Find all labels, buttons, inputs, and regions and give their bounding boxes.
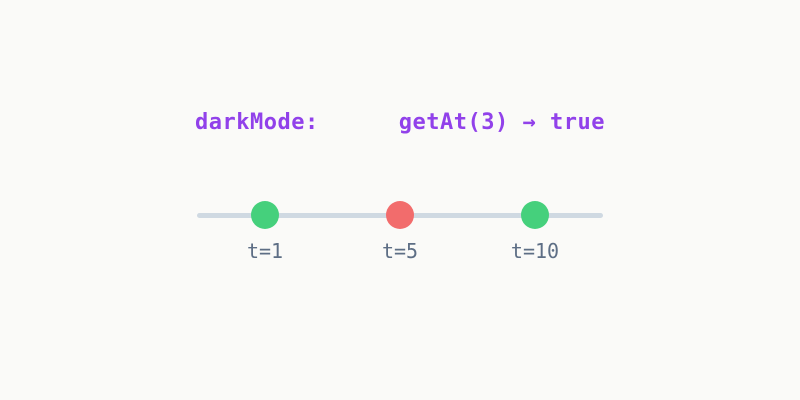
event-time-label: t=1 xyxy=(246,239,284,263)
event-time-label: t=10 xyxy=(510,239,560,263)
variable-name-label: darkMode: xyxy=(195,110,319,135)
event-time-label: t=5 xyxy=(381,239,419,263)
event-dot xyxy=(521,201,549,229)
header: darkMode: getAt(3) → true xyxy=(0,110,800,135)
query-result-label: getAt(3) → true xyxy=(398,110,605,135)
event-dot xyxy=(251,201,279,229)
event-dot xyxy=(386,201,414,229)
